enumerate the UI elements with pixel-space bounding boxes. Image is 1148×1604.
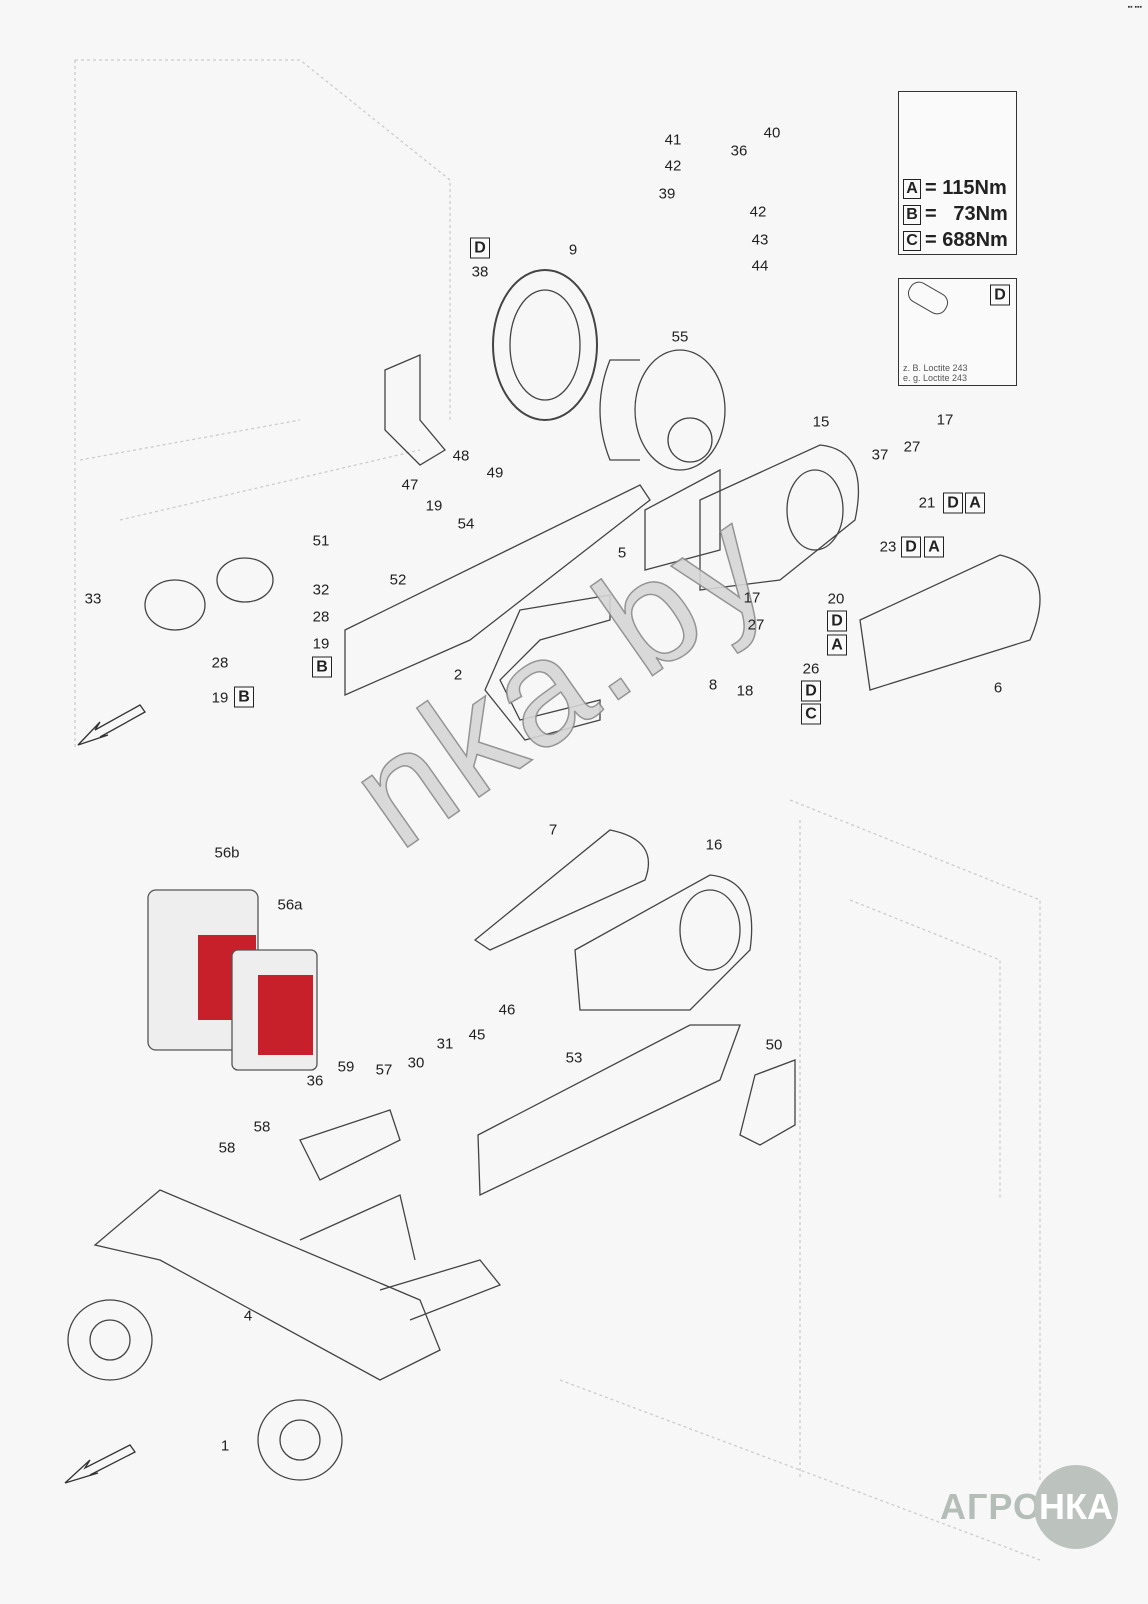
part-label: 41: [664, 131, 682, 149]
part-label: 8: [708, 676, 718, 694]
plate-15: [699, 444, 859, 591]
part-label: 7: [548, 821, 558, 839]
loctite-key: D: [990, 284, 1010, 306]
wrench-hand-icon: [899, 92, 1016, 174]
spec-box: D: [901, 536, 921, 558]
drag-chain-2: [484, 594, 611, 741]
part-label: 53: [565, 1049, 583, 1067]
part-label: 51: [312, 532, 330, 550]
part-label: 36: [730, 142, 748, 160]
part-label: 17: [743, 589, 761, 607]
direction-arrow: [64, 704, 146, 1484]
spec-box: B: [234, 686, 254, 708]
part-label: 20: [827, 590, 845, 608]
part-label: 39: [658, 185, 676, 203]
adhesive-bottle-icon: [904, 277, 952, 319]
rollers-33-32: [144, 557, 274, 631]
plate-5: [644, 468, 721, 571]
part-label: 31: [436, 1035, 454, 1053]
frame-4: [93, 1189, 502, 1381]
part-label: 46: [498, 1001, 516, 1019]
spec-box: B: [312, 656, 332, 678]
part-label: 43: [751, 231, 769, 249]
part-label: 37: [871, 446, 889, 464]
part-label: 6: [993, 679, 1003, 697]
part-label: 15: [812, 413, 830, 431]
part-label: 5: [617, 544, 627, 562]
torque-row-b: B= 73Nm: [903, 203, 1016, 226]
torque-row-a: A= 115Nm: [903, 177, 1016, 200]
idler-wheels-1: [67, 1299, 343, 1481]
spec-box: A: [924, 536, 944, 558]
plate-16: [574, 874, 753, 1011]
cover-7: [473, 829, 650, 951]
spec-box: A: [827, 634, 847, 656]
part-label: 18: [736, 682, 754, 700]
spec-box: D: [943, 492, 963, 514]
part-label: 58: [253, 1118, 271, 1136]
part-label: 26: [802, 660, 820, 678]
part-label: 56b: [214, 844, 240, 862]
background-frame-lines: [74, 59, 1041, 1561]
bracket-47: [384, 354, 446, 466]
part-label: 4: [243, 1307, 253, 1325]
part-label: 16: [705, 836, 723, 854]
part-label: 59: [337, 1058, 355, 1076]
bracket-50: [739, 1059, 796, 1146]
part-label: 28: [312, 608, 330, 626]
part-label: 2: [453, 666, 463, 684]
drive-sprocket-9: [492, 269, 598, 421]
spec-box: D: [470, 237, 490, 259]
part-label: 48: [452, 447, 470, 465]
part-label: 50: [765, 1036, 783, 1054]
part-label: 49: [486, 464, 504, 482]
part-label: 32: [312, 581, 330, 599]
part-label: 56a: [277, 896, 303, 914]
tensioner-spring-57: [299, 1109, 401, 1181]
spec-box: A: [965, 492, 985, 514]
torque-row-c: C= 688Nm: [903, 229, 1016, 252]
part-label: 42: [749, 203, 767, 221]
agronka-logo: АГРО НКА: [940, 1465, 1118, 1549]
part-label: 23: [879, 538, 897, 556]
part-label: 55: [671, 328, 689, 346]
part-label: 58: [218, 1139, 236, 1157]
part-label: 30: [407, 1054, 425, 1072]
part-label: 28: [211, 654, 229, 672]
torque-legend: A= 115Nm B= 73Nm C= 688Nm: [898, 91, 1017, 255]
spec-box: D: [827, 610, 847, 632]
part-label: 38: [471, 263, 489, 281]
part-label: 57: [375, 1061, 393, 1079]
part-label: 19: [425, 497, 443, 515]
part-label: 9: [568, 241, 578, 259]
part-label: 27: [903, 438, 921, 456]
spec-box: D: [801, 680, 821, 702]
spec-box: C: [801, 703, 821, 725]
part-label: 27: [747, 616, 765, 634]
part-label: 54: [457, 515, 475, 533]
part-label: 45: [468, 1026, 486, 1044]
part-label: 47: [401, 476, 419, 494]
part-label: 36: [306, 1072, 324, 1090]
corner-mark: ▪▪ ▪▪▪: [1127, 4, 1142, 11]
gearbox-55: [599, 349, 726, 471]
part-label: 19: [211, 689, 229, 707]
part-label: 42: [664, 157, 682, 175]
cover-6: [859, 554, 1041, 691]
guard-53: [477, 1024, 741, 1197]
guard-52: [344, 484, 651, 696]
part-label: 33: [84, 590, 102, 608]
part-label: 21: [918, 494, 936, 512]
part-label: 17: [936, 411, 954, 429]
part-label: 19: [312, 635, 330, 653]
oil-canister-56a: [231, 949, 318, 1071]
part-label: 44: [751, 257, 769, 275]
part-label: 1: [220, 1437, 230, 1455]
part-label: 40: [763, 124, 781, 142]
part-label: 52: [389, 571, 407, 589]
